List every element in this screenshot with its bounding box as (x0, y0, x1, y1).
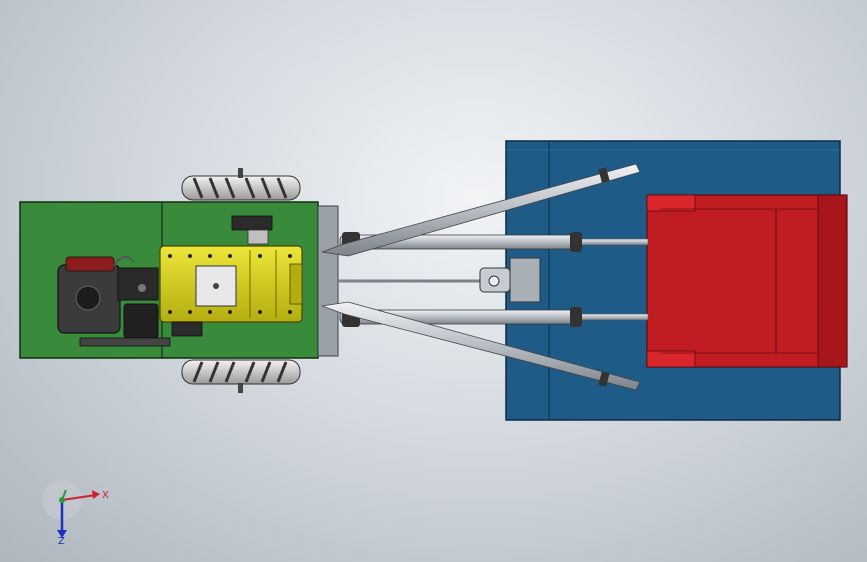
probe-rod-top (321, 163, 641, 257)
probe-rod-bottom (321, 301, 641, 391)
engine-assembly (57, 255, 171, 347)
coordinate-triad-icon: X Z (42, 480, 109, 547)
gearbox (159, 215, 303, 337)
wheel-top (181, 168, 301, 201)
axis-x-label: X (102, 490, 109, 501)
link-rod (338, 257, 541, 303)
axis-z-label: Z (58, 536, 65, 547)
wheel-bottom (181, 359, 301, 393)
red-container-box (646, 194, 848, 368)
